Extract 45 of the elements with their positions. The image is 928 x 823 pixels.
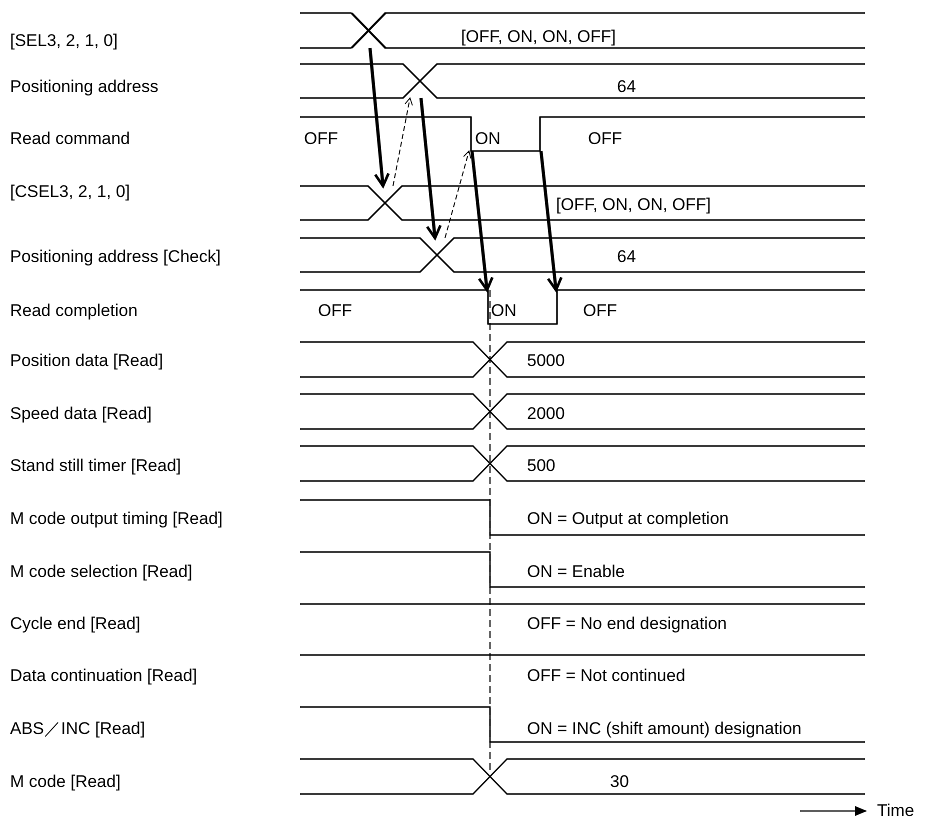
axis-label: Time (877, 801, 914, 821)
signal-value: ON = Output at completion (527, 509, 729, 529)
arrow (392, 98, 413, 186)
signal-name: Cycle end [Read] (10, 614, 140, 634)
signal-value: OFF (318, 301, 352, 321)
signal-value: 5000 (527, 351, 565, 371)
signal-name: Positioning address (10, 77, 158, 97)
signal-name: Read command (10, 129, 130, 149)
signal-value: OFF (304, 129, 338, 149)
signal-name: Data continuation [Read] (10, 666, 198, 686)
signal-name: Position data [Read] (10, 351, 164, 371)
signal-name: [CSEL3, 2, 1, 0] (10, 182, 130, 202)
signal-value: 500 (527, 456, 556, 476)
signal-value: ON (475, 129, 500, 149)
signal-name: [SEL3, 2, 1, 0] (10, 31, 118, 51)
signal-value: [OFF, ON, ON, OFF] (461, 27, 616, 47)
signal-value: ON (491, 301, 516, 321)
arrow (539, 150, 563, 292)
signal-name: Stand still timer [Read] (10, 456, 182, 476)
signal-value: [OFF, ON, ON, OFF] (556, 195, 711, 215)
arrow (444, 150, 472, 238)
signal-value: 64 (617, 247, 636, 267)
transition-cross (403, 64, 437, 98)
signal-value: OFF = Not continued (527, 666, 686, 686)
signal-value: ON = Enable (527, 562, 625, 582)
signal-name: Read completion (10, 301, 138, 321)
signal-value: OFF (583, 301, 617, 321)
arrow (470, 150, 494, 292)
arrow (368, 48, 390, 188)
signal-name: M code selection [Read] (10, 562, 192, 582)
signal-name: M code output timing [Read] (10, 509, 223, 529)
transition-cross (368, 186, 402, 220)
arrow (419, 98, 442, 240)
signal-value: ON = INC (shift amount) designation (527, 719, 802, 739)
signal-name: Speed data [Read] (10, 404, 152, 424)
signal-name: M code [Read] (10, 772, 121, 792)
signal-value: OFF (588, 129, 622, 149)
signal-value: 30 (610, 772, 629, 792)
transition-cross (352, 13, 386, 48)
transition-cross (420, 238, 454, 272)
signal-name: ABS／INC [Read] (10, 719, 146, 739)
signal-value: OFF = No end designation (527, 614, 727, 634)
signal-name: Positioning address [Check] (10, 247, 221, 267)
signal-value: 2000 (527, 404, 565, 424)
signal-value: 64 (617, 77, 636, 97)
